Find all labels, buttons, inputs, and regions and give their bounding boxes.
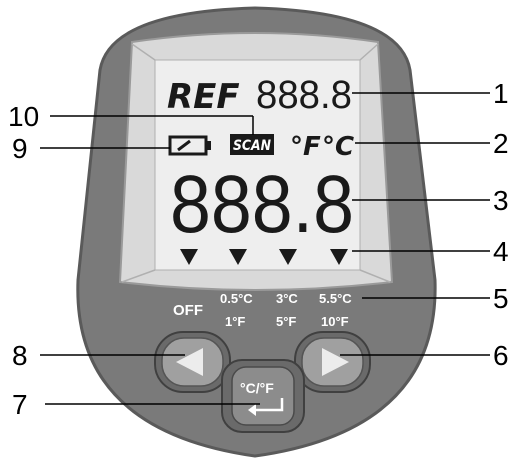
callout-6: 6 bbox=[493, 340, 509, 371]
setting-col1-c: 0.5°C bbox=[220, 291, 253, 306]
scan-label: SCAN bbox=[233, 138, 271, 154]
setting-col3-c: 5.5°C bbox=[319, 291, 352, 306]
setting-off: OFF bbox=[173, 302, 203, 319]
arrow-indicator-3 bbox=[279, 249, 297, 265]
setting-col2-c: 3°C bbox=[276, 291, 298, 306]
indicator-arrows bbox=[180, 249, 348, 265]
unit-f: °F bbox=[290, 132, 321, 162]
setting-col1-f: 1°F bbox=[225, 314, 245, 329]
left-triangle-icon bbox=[176, 348, 203, 376]
unit-toggle-button[interactable]: °C/°F bbox=[221, 359, 305, 433]
callout-lines bbox=[40, 92, 490, 405]
setting-col2-f: 5°F bbox=[276, 314, 296, 329]
callout-7: 7 bbox=[12, 389, 28, 420]
enter-arrow-icon bbox=[252, 398, 284, 412]
callout-3: 3 bbox=[493, 185, 509, 216]
callout-8: 8 bbox=[12, 340, 28, 371]
battery-icon bbox=[168, 135, 211, 156]
arrow-indicator-1 bbox=[180, 249, 198, 265]
unit-c: °C bbox=[322, 132, 354, 162]
right-triangle-icon bbox=[322, 348, 349, 376]
callout-9: 9 bbox=[12, 133, 28, 164]
callout-4: 4 bbox=[493, 236, 509, 267]
arrow-indicator-4 bbox=[330, 249, 348, 265]
ref-digits: 888.8 bbox=[256, 73, 352, 117]
unit-toggle-label: °C/°F bbox=[240, 380, 274, 396]
left-button[interactable] bbox=[154, 331, 231, 393]
scan-badge bbox=[230, 134, 274, 155]
right-button[interactable] bbox=[294, 331, 371, 393]
ref-label: REF bbox=[167, 77, 240, 117]
arrow-indicator-2 bbox=[229, 249, 247, 265]
main-digits: 888.8 bbox=[170, 159, 354, 250]
callout-10: 10 bbox=[8, 101, 39, 132]
lcd-screen bbox=[154, 59, 361, 271]
callout-5: 5 bbox=[493, 283, 509, 314]
setting-col3-f: 10°F bbox=[321, 314, 349, 329]
callout-2: 2 bbox=[493, 128, 509, 159]
callout-1: 1 bbox=[493, 78, 509, 109]
